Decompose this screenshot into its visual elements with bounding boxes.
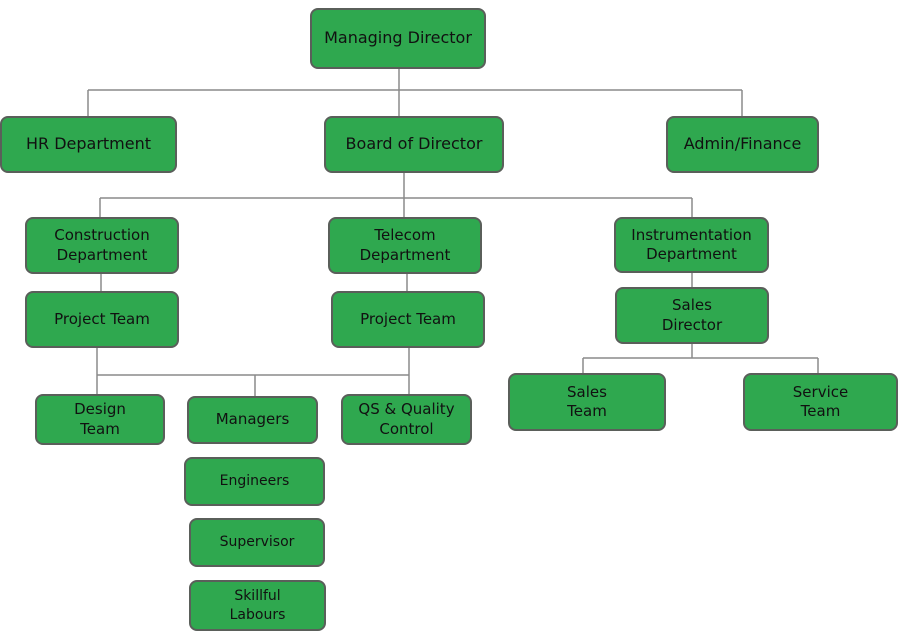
- admin-finance-box[interactable]: Admin/Finance: [666, 116, 819, 173]
- admin-finance-label: Admin/Finance: [683, 134, 802, 154]
- managing-director-box[interactable]: Managing Director: [310, 8, 486, 69]
- managers-label: Managers: [215, 410, 290, 429]
- managers-box[interactable]: Managers: [187, 396, 318, 444]
- board-of-director-box[interactable]: Board of Director: [324, 116, 504, 173]
- qs-quality-control-label: QS & Quality Control: [358, 400, 455, 438]
- managing-director-label: Managing Director: [324, 28, 472, 48]
- hr-department-label: HR Department: [25, 134, 152, 154]
- telecom-project-team-box[interactable]: Project Team: [331, 291, 485, 348]
- hr-department-box[interactable]: HR Department: [0, 116, 177, 173]
- construction-department-label: Construction Department: [54, 226, 150, 264]
- service-team-box[interactable]: Service Team: [743, 373, 898, 431]
- design-team-box[interactable]: Design Team: [35, 394, 165, 445]
- service-team-label: Service Team: [792, 382, 849, 421]
- telecom-department-label: Telecom Department: [359, 226, 451, 264]
- engineers-label: Engineers: [219, 473, 290, 490]
- construction-project-team-box[interactable]: Project Team: [25, 291, 179, 348]
- supervisor-label: Supervisor: [219, 534, 295, 551]
- board-of-director-label: Board of Director: [345, 134, 483, 154]
- skillful-labours-box[interactable]: Skillful Labours: [189, 580, 326, 631]
- sales-team-box[interactable]: Sales Team: [508, 373, 666, 431]
- supervisor-box[interactable]: Supervisor: [189, 518, 325, 567]
- instrumentation-department-label: Instrumentation Department: [631, 225, 752, 264]
- instrumentation-department-box[interactable]: Instrumentation Department: [614, 217, 769, 273]
- engineers-box[interactable]: Engineers: [184, 457, 325, 506]
- construction-project-team-label: Project Team: [54, 309, 150, 328]
- sales-director-label: Sales Director: [661, 296, 723, 334]
- sales-team-label: Sales Team: [567, 382, 607, 421]
- telecom-department-box[interactable]: Telecom Department: [328, 217, 482, 274]
- telecom-project-team-label: Project Team: [360, 309, 456, 328]
- qs-quality-control-box[interactable]: QS & Quality Control: [341, 394, 472, 445]
- sales-director-box[interactable]: Sales Director: [615, 287, 769, 344]
- skillful-labours-label: Skillful Labours: [229, 588, 286, 623]
- design-team-label: Design Team: [74, 400, 126, 438]
- construction-department-box[interactable]: Construction Department: [25, 217, 179, 274]
